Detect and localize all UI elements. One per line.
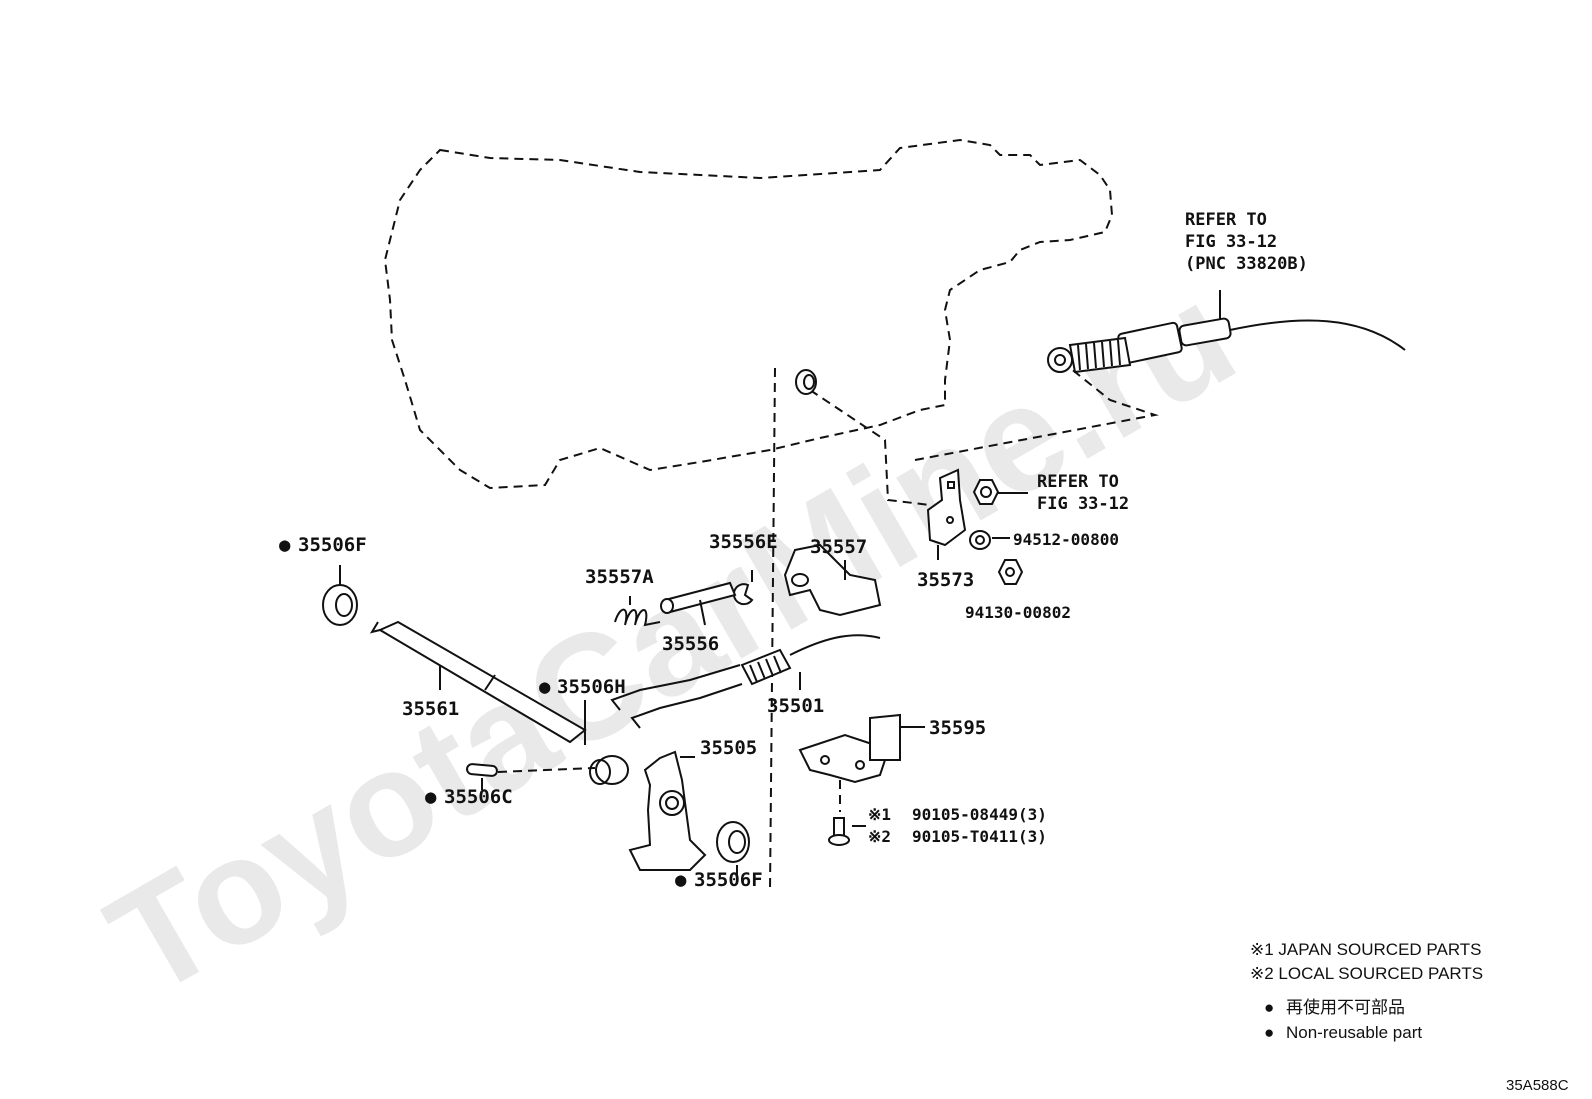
bracket-35595 <box>798 713 925 812</box>
seal-35506F-top <box>322 565 358 626</box>
bullet-35506F-bottom: ● <box>675 869 687 891</box>
legend-bullet-en: ● <box>1264 1023 1274 1042</box>
figure-code: 35A588C <box>1506 1077 1569 1094</box>
cable-ref-line2: FIG 33-12 <box>1185 232 1277 252</box>
lever-35557 <box>783 543 882 617</box>
bracket-35573 <box>926 468 967 560</box>
housing-seal <box>795 369 817 395</box>
label-35595: 35595 <box>929 717 986 739</box>
label-35506C: 35506C <box>444 786 513 808</box>
bolt2-mark: ※2 <box>868 827 891 846</box>
legend-note1: ※1 JAPAN SOURCED PARTS <box>1250 940 1482 959</box>
pin-35556 <box>660 581 737 626</box>
bolt <box>828 817 866 846</box>
cable-ref-line3: (PNC 33820B) <box>1185 254 1308 274</box>
legend-bullet-jp: ● <box>1264 998 1274 1017</box>
label-35556E: 35556E <box>709 531 778 553</box>
spring-35557A <box>614 596 661 627</box>
label-35506F-top: 35506F <box>298 534 367 556</box>
nut-ref-line1: REFER TO <box>1037 472 1119 492</box>
eclip-35556E <box>732 570 754 606</box>
bullet-35506C: ● <box>425 786 437 808</box>
seal-35506F-bottom <box>716 821 750 875</box>
bullet-35506F-top: ● <box>279 534 291 556</box>
label-35557: 35557 <box>810 536 867 558</box>
housing-link-lines <box>769 359 1159 891</box>
lever-35505 <box>628 750 707 871</box>
nut-94130 <box>997 559 1024 585</box>
shift-cable-lower <box>610 634 881 729</box>
label-35556: 35556 <box>662 633 719 655</box>
label-94130: 94130-00802 <box>965 603 1071 622</box>
label-35557A: 35557A <box>585 566 654 588</box>
label-35505: 35505 <box>700 737 757 759</box>
label-35561: 35561 <box>402 698 459 720</box>
nut-94512 <box>969 530 1010 550</box>
label-35501: 35501 <box>767 695 824 717</box>
bolt1-mark: ※1 <box>868 805 891 824</box>
shift-cable-upper <box>1047 290 1406 374</box>
transmission-outline <box>383 138 1114 490</box>
legend-note2: ※2 LOCAL SOURCED PARTS <box>1250 964 1483 983</box>
label-35573: 35573 <box>917 569 974 591</box>
bushing-35506H <box>584 700 629 785</box>
legend-nonreusable-en: Non-reusable part <box>1286 1023 1422 1042</box>
cable-ref-line1: REFER TO <box>1185 210 1267 230</box>
nut-ref-line2: FIG 33-12 <box>1037 494 1129 514</box>
label-35506F-bottom: 35506F <box>694 869 763 891</box>
nut-refer <box>972 479 1028 505</box>
label-bolt2: 90105-T0411(3) <box>912 827 1047 846</box>
label-94512: 94512-00800 <box>1013 530 1119 549</box>
label-bolt1: 90105-08449(3) <box>912 805 1047 824</box>
pin-35506C <box>466 763 596 790</box>
label-35506H: 35506H <box>557 676 626 698</box>
legend-nonreusable-jp: 再使用不可部品 <box>1286 997 1405 1017</box>
bullet-35506H: ● <box>539 676 551 698</box>
